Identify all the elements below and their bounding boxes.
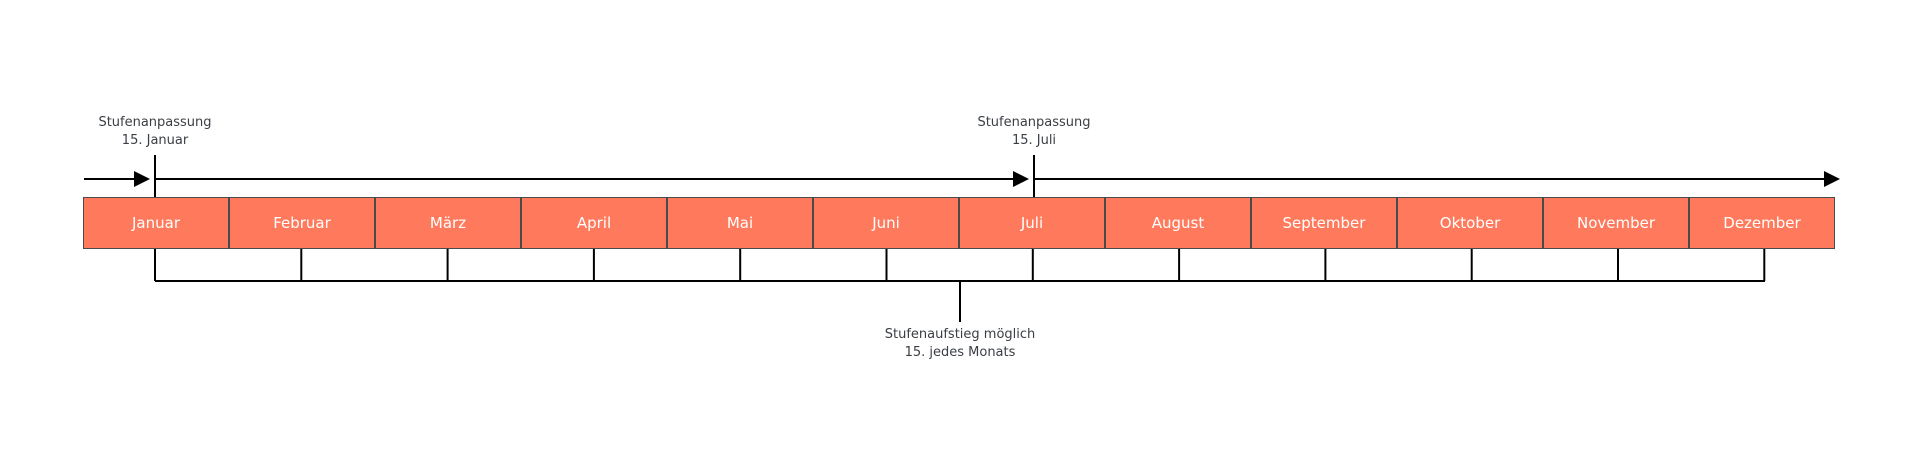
bottom-label: Stufenaufstieg möglich 15. jedes Monats [860,326,1060,362]
month-mai: Mai [667,197,813,249]
top-label-januar: Stufenanpassung 15. Januar [85,114,225,150]
month-september: September [1251,197,1397,249]
month-november: November [1543,197,1689,249]
month-april: April [521,197,667,249]
month-juni: Juni [813,197,959,249]
month-dezember: Dezember [1689,197,1835,249]
month-juli: Juli [959,197,1105,249]
top-label-juli-title: Stufenanpassung [977,115,1091,130]
month-maerz: März [375,197,521,249]
top-label-juli: Stufenanpassung 15. Juli [964,114,1104,150]
top-label-januar-title: Stufenanpassung [98,115,212,130]
top-label-juli-date: 15. Juli [1011,133,1057,148]
month-februar: Februar [229,197,375,249]
bottom-label-title: Stufenaufstieg möglich [884,327,1036,342]
bottom-label-date: 15. jedes Monats [904,345,1016,360]
top-label-januar-date: 15. Januar [121,133,189,148]
month-august: August [1105,197,1251,249]
month-januar: Januar [83,197,229,249]
month-oktober: Oktober [1397,197,1543,249]
